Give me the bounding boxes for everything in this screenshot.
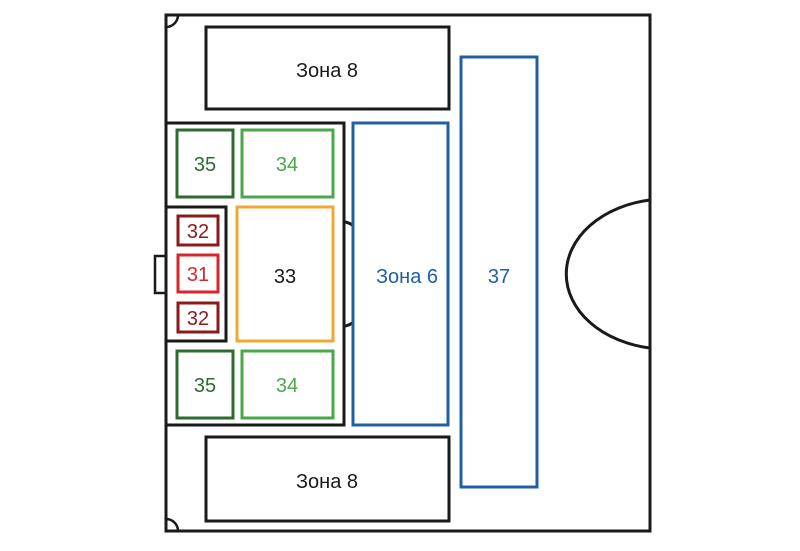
zone-32-top-label: 32	[187, 221, 209, 243]
zone-32-bottom-label: 32	[187, 308, 209, 330]
center-circle-arc	[564, 198, 651, 350]
zone-32-top	[176, 214, 220, 247]
zone-33-label: 33	[274, 266, 296, 288]
zone-35-top	[175, 128, 235, 199]
zone-6	[351, 121, 450, 427]
zone-8-top	[204, 25, 451, 111]
zone-6-label: Зона 6	[376, 266, 438, 288]
zone-34-top	[240, 128, 335, 199]
zone-31-label: 31	[187, 264, 209, 286]
corner-arc-bottom	[165, 517, 180, 532]
goal	[153, 254, 168, 295]
zone-32-bottom	[176, 301, 220, 334]
corner-arc-top	[165, 14, 180, 29]
zone-8-bottom-label: Зона 8	[296, 471, 358, 493]
zone-34-top-label: 34	[276, 154, 298, 176]
zone-34-bottom	[240, 349, 335, 420]
zone-37-label: 37	[488, 266, 510, 288]
zone-35-bottom-label: 35	[194, 375, 216, 397]
zone-37	[459, 55, 539, 489]
zone-34-bottom-label: 34	[276, 375, 298, 397]
zone-31	[176, 253, 220, 294]
zone-33	[235, 205, 335, 343]
zone-35-top-label: 35	[194, 154, 216, 176]
zone-8-top-label: Зона 8	[296, 60, 358, 82]
zone-8-bottom	[204, 435, 451, 523]
zone-35-bottom	[175, 349, 235, 420]
